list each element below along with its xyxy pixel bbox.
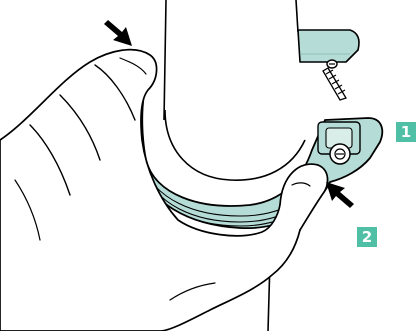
pipe-clamp <box>136 70 383 228</box>
press-arrow-icon <box>326 182 354 208</box>
step-badge-2: 2 <box>357 227 377 247</box>
hand-icon <box>0 50 304 331</box>
clamp-back-arm <box>298 30 359 62</box>
press-arrow-icon <box>104 20 132 46</box>
step-badge-1: 1 <box>396 122 416 142</box>
screw-icon <box>323 60 346 100</box>
